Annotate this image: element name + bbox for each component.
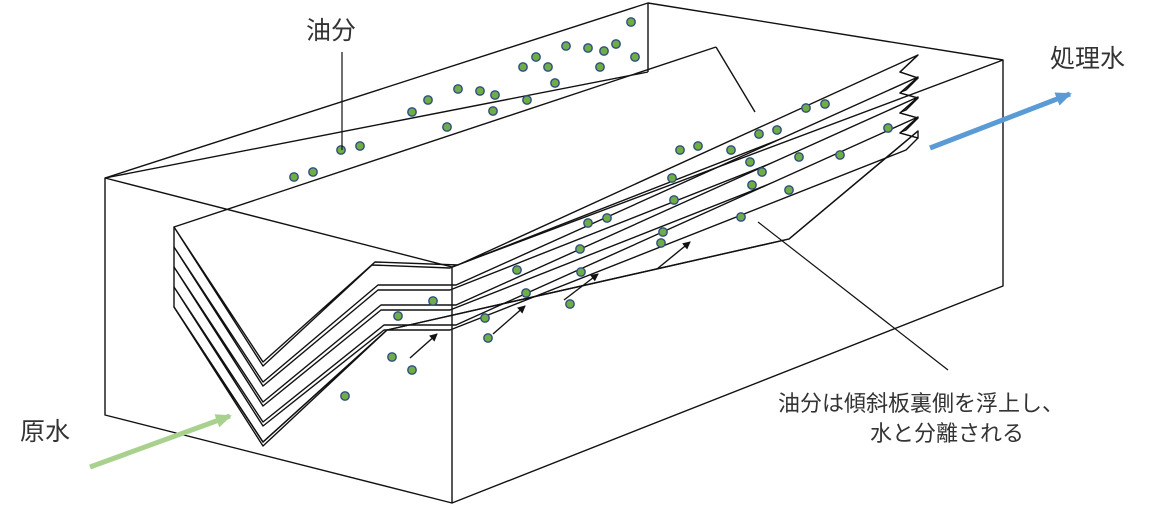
bottom-plate-edge [173, 130, 919, 443]
oil-droplet [512, 265, 522, 275]
oil-droplet [488, 106, 498, 116]
oil-droplet [543, 62, 553, 72]
annotation-line-2: 水と分離される [870, 422, 1024, 447]
oil-droplet [407, 365, 417, 375]
oil-droplet [747, 180, 757, 190]
upper-guide-line [715, 46, 756, 113]
oil-droplet [611, 39, 621, 49]
inclined-plate [173, 54, 919, 367]
annotation-leader [757, 221, 949, 371]
oil-droplet [355, 141, 365, 151]
raw-water-label: 原水 [20, 417, 70, 446]
treated-water-label: 処理水 [1050, 44, 1125, 73]
oil-droplet [576, 267, 586, 277]
oil-droplet [658, 227, 668, 237]
oil-droplet [387, 352, 397, 362]
rising-flow-arrow [492, 305, 526, 335]
oil-droplet [656, 238, 666, 248]
oil-droplet [308, 167, 318, 177]
tank-back [104, 2, 1004, 504]
rising-flow-arrow [656, 241, 691, 270]
oil-droplet [754, 129, 764, 139]
oil-droplet [602, 213, 612, 223]
oil-droplet [757, 167, 767, 177]
plate-right-edges [899, 54, 919, 139]
oil-droplet [667, 173, 677, 183]
oil-droplet [726, 145, 736, 155]
oil-droplet [483, 333, 493, 343]
oil-droplet [599, 46, 609, 56]
oil-droplet [521, 288, 531, 298]
oil-droplet [423, 95, 433, 105]
oil-droplet [393, 311, 403, 321]
oil-droplet [669, 195, 679, 205]
rising-flow-arrow [563, 273, 599, 301]
oil-droplet-group [289, 17, 893, 401]
oil-droplet [794, 152, 804, 162]
oil-droplet [745, 157, 755, 167]
oil-droplet [522, 95, 532, 105]
oil-droplet [442, 122, 452, 132]
oil-droplet [428, 296, 438, 306]
oil-droplet [490, 90, 500, 100]
treated-water-outflow-arrow [929, 91, 1072, 151]
oil-droplet [772, 125, 782, 135]
oil-droplet [820, 99, 830, 109]
oil-droplet [480, 313, 490, 323]
oil-droplet [595, 62, 605, 72]
annotation-line-1: 油分は傾斜板裏側を浮上し、 [778, 392, 1064, 417]
oil-droplet [453, 84, 463, 94]
oil-droplet [630, 52, 640, 62]
oil-droplet [340, 391, 350, 401]
oil-droplet [289, 172, 299, 182]
oil-droplet [675, 145, 685, 155]
rising-flow-arrow [409, 333, 438, 359]
oil-droplet [565, 299, 575, 309]
oil-droplet [475, 86, 485, 96]
oil-droplet [336, 145, 346, 155]
oil-droplet [550, 78, 560, 88]
oil-droplet [531, 52, 541, 62]
oil-droplet [801, 103, 811, 113]
oil-droplet [883, 123, 893, 133]
oil-droplet [407, 107, 417, 117]
oil-droplet [561, 41, 571, 51]
oil-droplet [626, 17, 636, 27]
rising-flow-arrow-group [409, 241, 691, 359]
oil-label: 油分 [306, 16, 356, 45]
tank-front [104, 59, 1004, 503]
oil-droplet [575, 244, 585, 254]
oil-droplet [693, 141, 703, 151]
oil-droplet [736, 212, 746, 222]
oil-droplet [583, 218, 593, 228]
oil-droplet [518, 62, 528, 72]
oil-droplet [784, 185, 794, 195]
plate-top-edge [173, 46, 717, 228]
raw-water-inflow-arrow [89, 413, 232, 470]
oil-droplet [835, 150, 845, 160]
oil-droplet [583, 43, 593, 53]
